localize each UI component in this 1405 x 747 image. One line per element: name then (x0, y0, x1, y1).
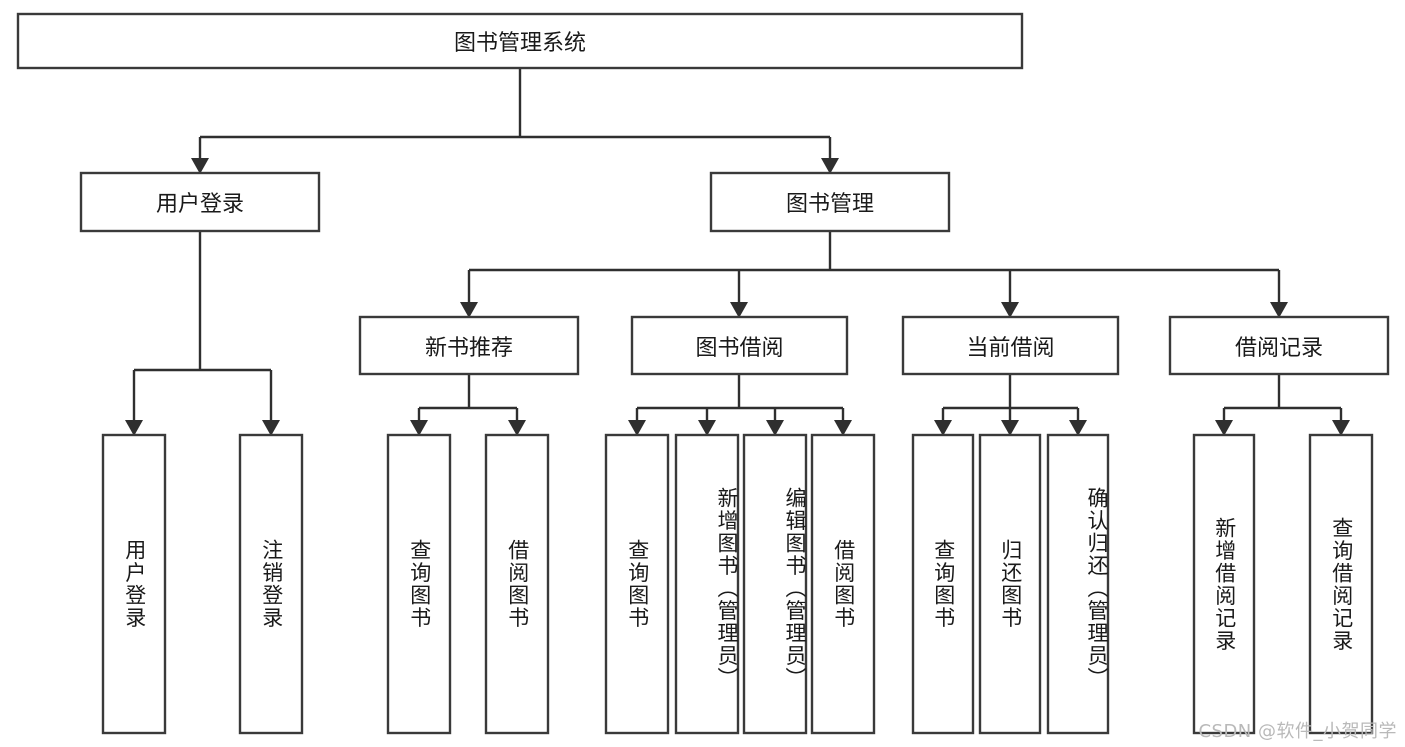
arrow-head-current-query-book (934, 420, 952, 436)
arrow-head-record-add (1215, 420, 1233, 436)
arrow-head-user-login (191, 158, 209, 174)
arrow-head-borrow-add-book (698, 420, 716, 436)
arrow-head-borrow-query-book (628, 420, 646, 436)
arrow-head-book-borrow (730, 302, 748, 318)
arrow-head-user-login-leaf (125, 420, 143, 436)
arrow-head-book-management (821, 158, 839, 174)
arrow-head-recommend-query-book (410, 420, 428, 436)
node-box-borrow-add-book[interactable] (674, 433, 740, 735)
arrow-head-new-book-recommend (460, 302, 478, 318)
node-box-root[interactable] (16, 12, 1024, 70)
node-box-user-logout-leaf[interactable] (238, 433, 304, 735)
node-box-new-book-recommend[interactable] (358, 315, 580, 376)
arrow-head-user-logout-leaf (262, 420, 280, 436)
node-box-layer (16, 12, 1390, 735)
arrow-head-record-query (1332, 420, 1350, 436)
arrow-head-recommend-borrow-book (508, 420, 526, 436)
node-box-borrow-borrow-book[interactable] (810, 433, 876, 735)
node-box-current-borrow[interactable] (901, 315, 1120, 376)
node-box-current-return-book[interactable] (978, 433, 1042, 735)
node-box-borrow-query-book[interactable] (604, 433, 670, 735)
node-box-recommend-query-book[interactable] (386, 433, 452, 735)
arrow-head-borrow-edit-book (766, 420, 784, 436)
arrow-head-borrow-records (1270, 302, 1288, 318)
node-box-user-login-leaf[interactable] (101, 433, 167, 735)
node-box-borrow-records[interactable] (1168, 315, 1390, 376)
arrow-head-current-confirm-return (1069, 420, 1087, 436)
arrow-head-borrow-borrow-book (834, 420, 852, 436)
arrow-head-current-return-book (1001, 420, 1019, 436)
node-box-record-query[interactable] (1308, 433, 1374, 735)
node-box-current-query-book[interactable] (911, 433, 975, 735)
connector-layer (125, 68, 1350, 436)
node-box-recommend-borrow-book[interactable] (484, 433, 550, 735)
node-box-record-add[interactable] (1192, 433, 1256, 735)
node-box-borrow-edit-book[interactable] (742, 433, 808, 735)
node-box-book-management[interactable] (709, 171, 951, 233)
watermark-text: CSDN @软件_小贺同学 (1198, 721, 1397, 742)
node-box-book-borrow[interactable] (630, 315, 849, 376)
node-box-user-login[interactable] (79, 171, 321, 233)
node-box-current-confirm-return[interactable] (1046, 433, 1110, 735)
arrow-head-current-borrow (1001, 302, 1019, 318)
